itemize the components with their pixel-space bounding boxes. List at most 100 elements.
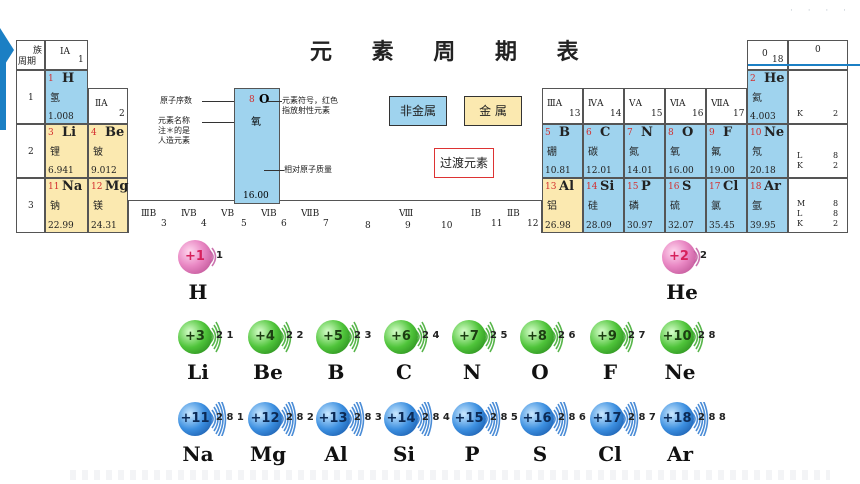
electron-shell-arcs-icon <box>621 402 639 436</box>
key-transition: 过渡元素 <box>434 148 494 178</box>
atom-symbol: Na <box>182 442 214 466</box>
electron-configuration: 2 3 <box>354 330 372 341</box>
group-header-ia: ⅠA 1 <box>45 40 88 70</box>
electron-configuration: 2 8 3 <box>354 412 382 423</box>
electron-shell-arcs-icon <box>415 402 433 436</box>
atom-symbol: F <box>602 360 618 384</box>
electron-configuration: 2 7 <box>628 330 646 341</box>
nucleus-icon: +15 <box>452 402 486 436</box>
atom-be: +4 2 2 Be <box>248 320 338 390</box>
electron-shell-arcs-icon <box>209 402 227 436</box>
electron-shell-arcs-icon <box>691 321 704 353</box>
electron-configuration: 2 4 <box>422 330 440 341</box>
accent-line <box>748 64 860 66</box>
electron-configuration: 2 8 <box>698 330 716 341</box>
electron-shell-arcs-icon <box>621 321 634 353</box>
atom-na: +11 2 8 1 Na <box>178 402 268 472</box>
period-cell-2: 2 <box>16 124 45 178</box>
electron-configuration: 2 2 <box>286 330 304 341</box>
nucleus-icon: +4 <box>248 320 282 354</box>
legend-name-label: 元素名称 注＊的是 人造元素 <box>158 116 190 145</box>
nucleus-icon: +10 <box>660 320 694 354</box>
electron-configuration: 2 8 7 <box>628 412 656 423</box>
decorative-dots: · · · · <box>789 6 852 16</box>
transition-header-row: ⅢB 3 ⅣB 4 ⅤB 5 ⅥB 6 ⅦB 7 8 Ⅷ 9 10 ⅠB 11 … <box>128 200 542 233</box>
table-title: 元 素 周 期 表 <box>310 39 595 65</box>
electron-configuration: 2 8 2 <box>286 412 314 423</box>
atom-symbol: Li <box>187 360 209 384</box>
nucleus-icon: +1 <box>178 240 212 274</box>
atom-symbol: Ar <box>666 442 694 466</box>
atom-symbol: B <box>327 360 345 384</box>
electron-configuration: 2 5 <box>490 330 508 341</box>
nucleus-icon: +9 <box>590 320 624 354</box>
atom-symbol: He <box>666 280 698 304</box>
nucleus-icon: +6 <box>384 320 418 354</box>
period-label: 周期 <box>18 57 37 67</box>
electron-shell-arcs-icon <box>691 402 709 436</box>
group-header-iia: ⅡA 2 <box>88 88 128 124</box>
shell-cell-2: L K 8 2 <box>788 124 848 178</box>
electron-configuration: 2 8 6 <box>558 412 586 423</box>
electron-configuration: 2 <box>700 250 707 261</box>
period-cell-1: 1 <box>16 70 45 124</box>
atom-symbol: N <box>462 360 482 384</box>
leader-atomic-number <box>202 101 234 102</box>
atom-symbol: Cl <box>598 442 622 466</box>
atom-symbol: S <box>532 442 548 466</box>
atom-symbol: Ne <box>664 360 696 384</box>
nucleus-icon: +13 <box>316 402 350 436</box>
corner-accent-bar <box>0 40 6 130</box>
electron-shell-arcs-icon <box>551 402 569 436</box>
electron-shell-arcs-icon <box>209 247 217 267</box>
leader-name <box>202 122 246 123</box>
nucleus-icon: +11 <box>178 402 212 436</box>
key-nonmetal: 非金属 <box>389 96 447 126</box>
electron-shell-arcs-icon <box>209 321 222 353</box>
atom-f: +9 2 7 F <box>590 320 680 390</box>
legend-mass-label: 相对原子质量 <box>284 165 332 174</box>
electron-shell-arcs-icon <box>415 321 428 353</box>
decorative-floor <box>70 470 830 480</box>
electron-shell-arcs-icon <box>347 321 360 353</box>
nucleus-icon: +3 <box>178 320 212 354</box>
electron-shell-arcs-icon <box>551 321 564 353</box>
nucleus-icon: +7 <box>452 320 486 354</box>
atom-symbol: Be <box>253 360 283 384</box>
electron-configuration: 2 8 8 <box>698 412 726 423</box>
atom-symbol: Mg <box>249 442 287 466</box>
atom-symbol: O <box>531 360 549 384</box>
electron-shell-arcs-icon <box>347 402 365 436</box>
key-metal: 金 属 <box>464 96 522 126</box>
electron-configuration: 1 <box>216 250 223 261</box>
electron-configuration: 2 8 1 <box>216 412 244 423</box>
nucleus-icon: +14 <box>384 402 418 436</box>
